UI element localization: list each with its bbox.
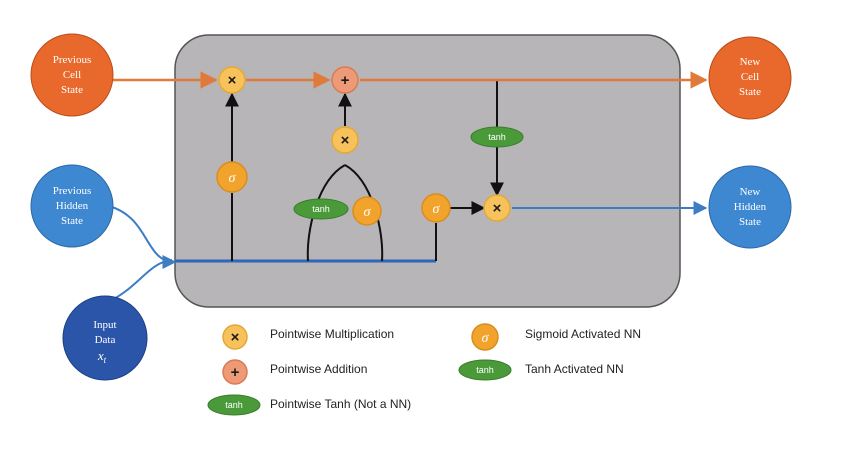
legend-sigmoid-label: Sigmoid Activated NN: [525, 327, 641, 341]
forget-multiply-op: ×: [218, 66, 246, 94]
lstm-cell-box: [174, 34, 681, 308]
cell-tanh-label: tanh: [488, 132, 506, 142]
forget-sigma-glyph: σ: [229, 171, 237, 186]
forget-multiply-glyph: ×: [228, 72, 237, 89]
prev-hidden-to-bus-line: [111, 206, 177, 269]
input-sigma-gate: σ: [352, 196, 382, 226]
legend-pointwise-tanh: tanh Pointwise Tanh (Not a NN): [207, 394, 411, 416]
previous-hidden-state-label-2: Hidden: [56, 200, 89, 212]
legend-multiply-glyph: ×: [231, 329, 240, 346]
legend-tanh-nn: tanh Tanh Activated NN: [458, 359, 624, 381]
cell-add-op: +: [331, 66, 359, 94]
legend-pointwise-tanh-label: Pointwise Tanh (Not a NN): [270, 397, 411, 411]
legend-sigma-glyph: σ: [482, 331, 490, 346]
output-multiply-glyph: ×: [493, 200, 502, 217]
previous-cell-state-label-1: Previous: [53, 54, 92, 66]
input-to-bus-line: [111, 259, 173, 301]
previous-hidden-state-node: Previous Hidden State: [30, 164, 114, 248]
input-multiply-op: ×: [331, 126, 359, 154]
legend-addition-label: Pointwise Addition: [270, 362, 367, 376]
previous-hidden-state-label-1: Previous: [53, 185, 92, 197]
legend-tanh-nn-label: Tanh Activated NN: [525, 362, 624, 376]
new-cell-state-label-2: Cell: [741, 71, 759, 83]
new-hidden-state-label-1: New: [740, 186, 761, 198]
new-hidden-state-label-2: Hidden: [734, 201, 767, 213]
output-multiply-op: ×: [483, 194, 511, 222]
new-cell-state-label-3: State: [739, 86, 761, 98]
legend: × Pointwise Multiplication + Pointwise A…: [207, 323, 641, 416]
input-symbol-subscript: t: [104, 355, 107, 365]
new-hidden-state-node: New Hidden State: [708, 165, 792, 249]
input-symbol: xt: [97, 348, 107, 365]
legend-multiplication: × Pointwise Multiplication: [222, 324, 394, 350]
previous-cell-state-node: Previous Cell State: [30, 33, 114, 117]
legend-add-glyph: +: [231, 364, 240, 381]
legend-addition: + Pointwise Addition: [222, 359, 367, 385]
legend-sigmoid: σ Sigmoid Activated NN: [471, 323, 641, 351]
forget-sigma-gate: σ: [216, 161, 248, 193]
input-data-node: Input Data xt: [62, 295, 148, 381]
cell-add-glyph: +: [341, 72, 350, 89]
previous-cell-state-label-2: Cell: [63, 69, 81, 81]
input-data-label-2: Data: [95, 334, 116, 346]
candidate-tanh-nn: tanh: [293, 198, 349, 220]
candidate-tanh-label: tanh: [312, 204, 330, 214]
cell-pointwise-tanh: tanh: [470, 126, 524, 148]
legend-tanh-nn-glyph: tanh: [476, 365, 494, 375]
new-cell-state-label-1: New: [740, 56, 761, 68]
input-sigma-glyph: σ: [364, 205, 372, 220]
legend-pointwise-tanh-glyph: tanh: [225, 400, 243, 410]
legend-multiplication-label: Pointwise Multiplication: [270, 327, 394, 341]
input-data-label-1: Input: [93, 319, 116, 331]
input-multiply-glyph: ×: [341, 132, 350, 149]
output-sigma-gate: σ: [421, 193, 451, 223]
previous-hidden-state-label-3: State: [61, 215, 83, 227]
new-hidden-state-label-3: State: [739, 216, 761, 228]
new-cell-state-node: New Cell State: [708, 36, 792, 120]
previous-cell-state-label-3: State: [61, 84, 83, 96]
output-sigma-glyph: σ: [433, 202, 441, 217]
